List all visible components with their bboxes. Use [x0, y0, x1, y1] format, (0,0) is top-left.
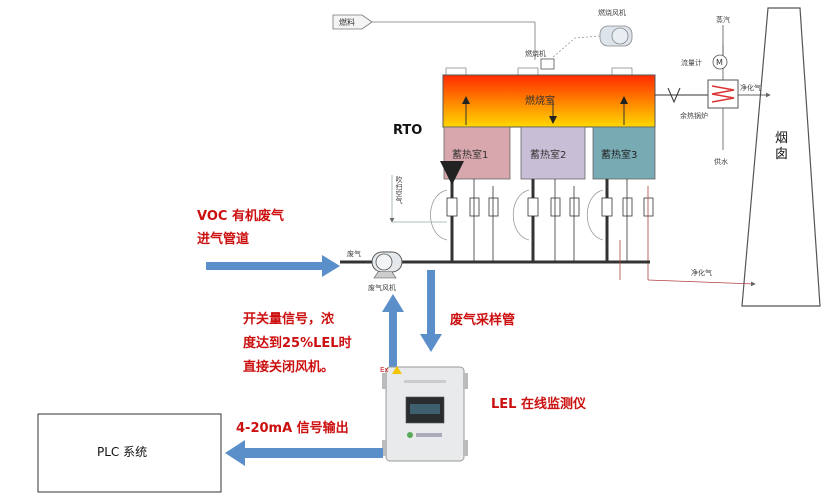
sampling-pipe-arrow [420, 270, 442, 352]
voc-inlet-arrow [206, 255, 340, 277]
heat-recovery [655, 25, 771, 150]
purge-air-line [389, 175, 447, 223]
regenerator-3-label: 蓄热室3 [601, 148, 637, 161]
purge-loops [430, 189, 604, 241]
voc-inlet-label-line2: 进气管道 [197, 231, 249, 247]
switch-signal-line2: 度达到25%LEL时 [243, 335, 352, 351]
regenerator-3 [592, 126, 656, 180]
plc-system-label: PLC 系统 [97, 445, 147, 459]
signal-output-arrow [225, 440, 383, 466]
burner [540, 58, 555, 70]
clean-gas-bottom-line [619, 240, 756, 287]
combustion-chamber [442, 67, 656, 128]
ex-mark: Ex [380, 366, 389, 374]
lel-monitor-label: LEL 在线监测仪 [491, 396, 587, 412]
burner-fan-label: 燃烧风机 [598, 8, 626, 17]
clean-gas-top-label: 净化气 [740, 83, 761, 92]
fuel-label: 燃料 [339, 17, 355, 27]
waste-gas-label: 废气 [347, 249, 361, 258]
rto-label: RTO [393, 123, 422, 138]
regenerator-1-label: 蓄热室1 [452, 148, 488, 161]
waste-gas-fan-label: 废气风机 [368, 283, 396, 292]
switch-signal-line1: 开关量信号，浓 [243, 311, 335, 327]
fuel-input [332, 14, 536, 60]
water-supply-label: 供水 [714, 157, 728, 166]
sampling-pipe-label: 废气采样管 [450, 312, 515, 328]
chimney-label: 烟囱 [775, 131, 788, 162]
switch-signal-line3: 直接关闭风机。 [243, 359, 334, 375]
switch-signal-arrow [382, 294, 404, 370]
steam-label: 蒸汽 [716, 15, 730, 24]
plc-system-box [37, 413, 222, 493]
lel-monitor-device [382, 366, 468, 462]
regenerator-2 [520, 126, 586, 180]
motor-symbol: M [716, 58, 723, 67]
waste-heat-boiler-label: 余热锅炉 [680, 111, 708, 120]
clean-gas-bottom-label: 净化气 [691, 268, 712, 277]
flowmeter-label: 流量计 [681, 58, 702, 67]
voc-inlet-label-line1: VOC 有机废气 [197, 208, 284, 224]
valve-array [440, 161, 654, 280]
burner-fan [551, 25, 633, 59]
signal-output-label: 4-20mA 信号输出 [236, 420, 349, 436]
regenerator-2-label: 蓄热室2 [530, 148, 566, 161]
purge-air-label: 吹扫空气 [395, 175, 403, 204]
chimney [741, 7, 821, 307]
combustion-chamber-label: 燃烧室 [525, 94, 555, 107]
burner-label: 燃烧机 [525, 49, 546, 58]
waste-gas-fan [371, 251, 403, 279]
